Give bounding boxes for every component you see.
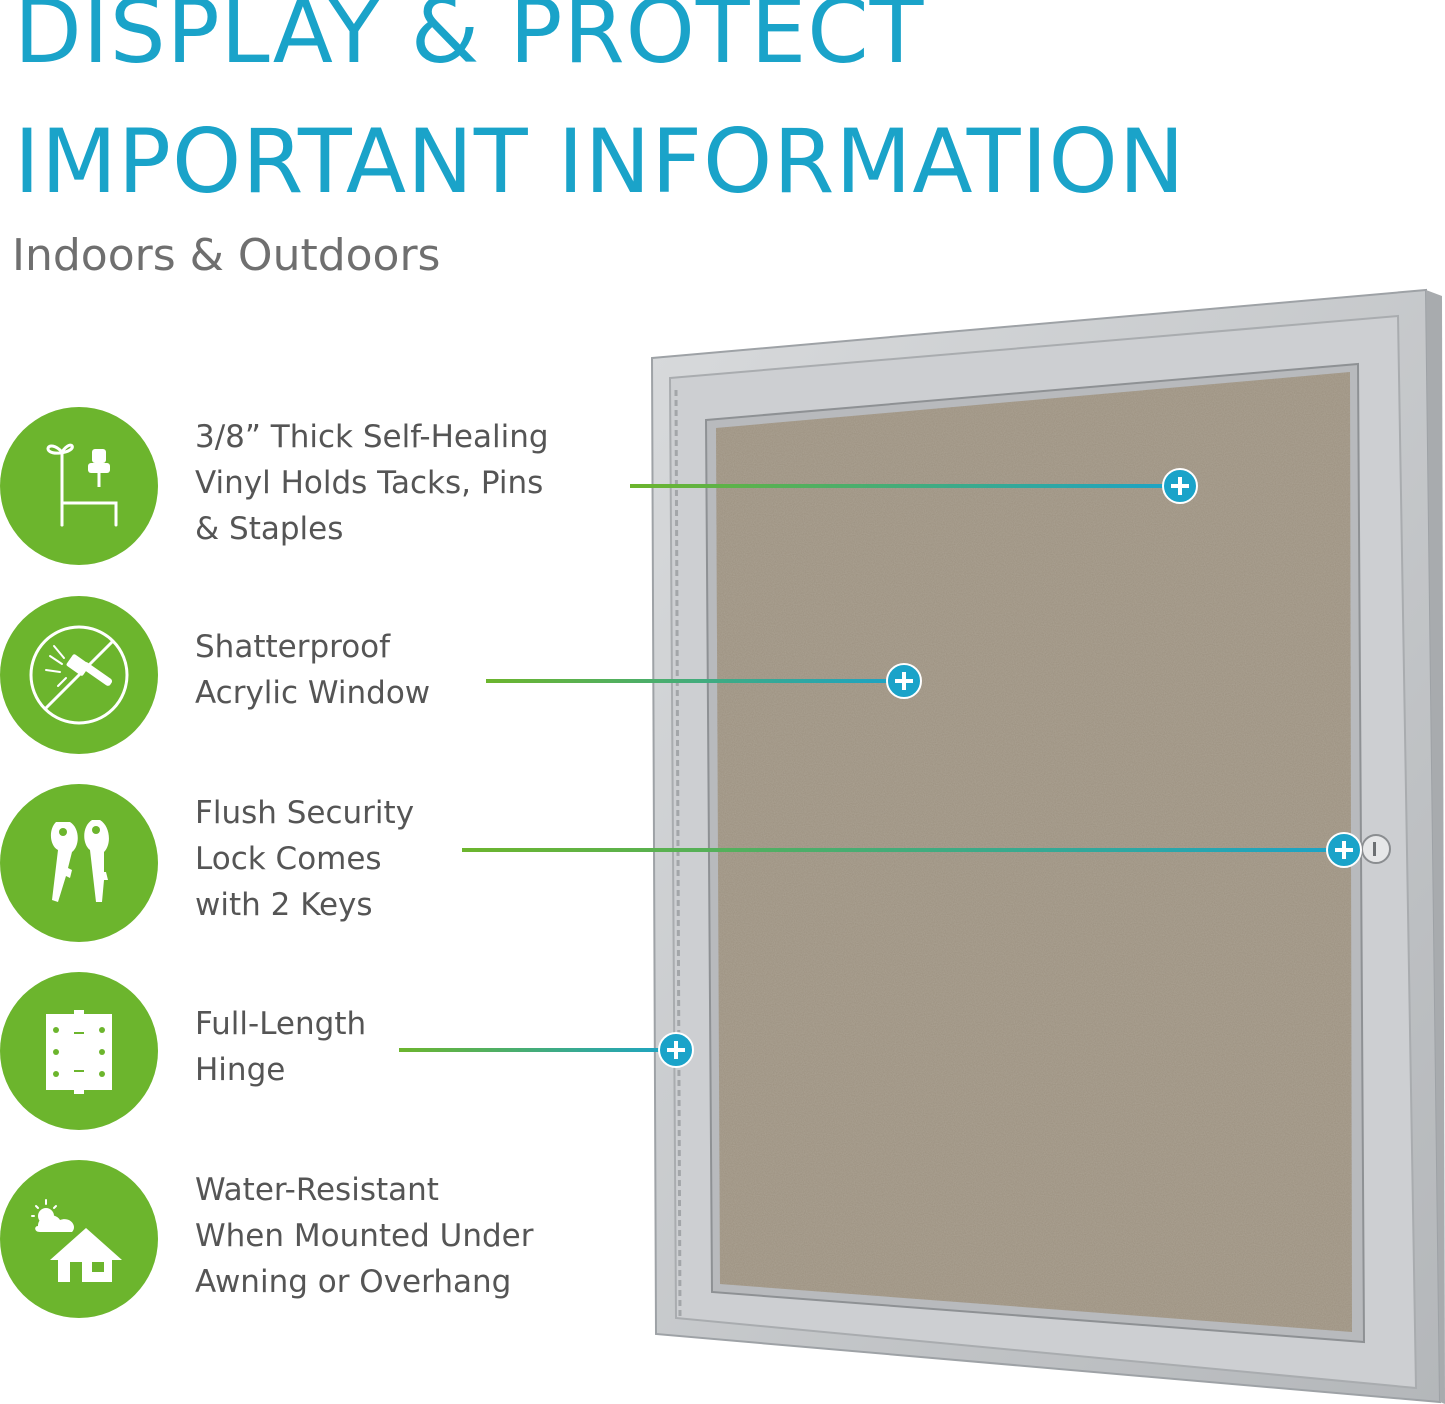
feature-line: Lock Comes [195,841,382,877]
house-weather-icon [0,1160,158,1318]
feature-line: Vinyl Holds Tacks, Pins [195,465,544,501]
feature-line: Full-Length [195,1006,367,1042]
pushpin-tack-icon [0,407,158,565]
feature-line: Water-Resistant [195,1172,439,1208]
feature-line: 3/8” Thick Self-Healing [195,419,549,455]
hinge-icon [0,972,158,1130]
feature-line: Hinge [195,1052,286,1088]
headline-line-2: IMPORTANT INFORMATION [14,110,1186,213]
subheadline: Indoors & Outdoors [12,230,441,281]
headline-line-1: DISPLAY & PROTECT [14,0,925,83]
plus-hotspot-icon[interactable] [1162,468,1198,504]
plus-hotspot-icon[interactable] [1326,832,1362,868]
feature-line: Flush Security [195,795,415,831]
plus-hotspot-icon[interactable] [886,663,922,699]
feature-line: Acrylic Window [195,675,431,711]
feature-text-hinge: Full-Length Hinge [195,1001,366,1093]
feature-line: When Mounted Under [195,1218,534,1254]
keys-icon [0,784,158,942]
feature-text-lock: Flush Security Lock Comes with 2 Keys [195,790,414,928]
plus-hotspot-icon[interactable] [658,1032,694,1068]
feature-line: Shatterproof [195,629,391,665]
feature-text-vinyl: 3/8” Thick Self-Healing Vinyl Holds Tack… [195,414,549,552]
no-hammer-shatterproof-icon [0,596,158,754]
feature-text-acrylic: Shatterproof Acrylic Window [195,624,430,716]
feature-text-water: Water-Resistant When Mounted Under Awnin… [195,1167,533,1305]
feature-line: & Staples [195,511,344,547]
feature-line: with 2 Keys [195,887,373,923]
hinge-strip [674,389,682,1319]
feature-line: Awning or Overhang [195,1264,512,1300]
